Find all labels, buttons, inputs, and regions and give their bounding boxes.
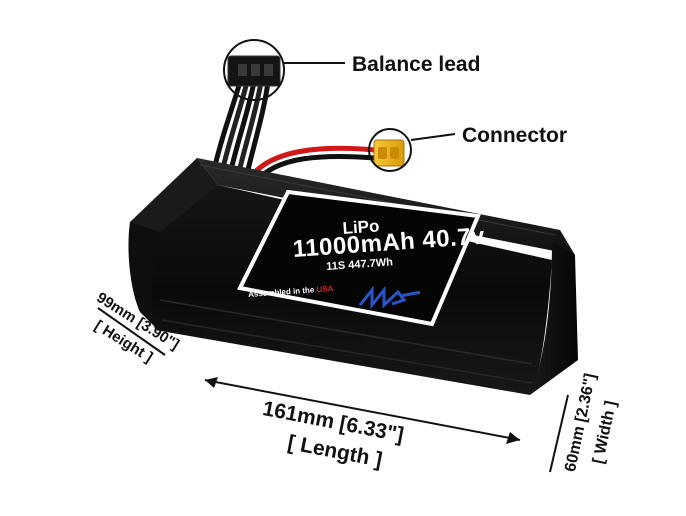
balance-lead-wires — [211, 81, 271, 179]
connector-label: Connector — [462, 124, 567, 147]
label-panel — [237, 189, 481, 327]
length-arrow — [204, 377, 521, 444]
balance-lead-connector — [227, 55, 281, 87]
connector-callout-line — [410, 133, 456, 141]
balance-lead-label: Balance lead — [352, 53, 481, 76]
height-arrow — [97, 307, 166, 356]
xt-connector — [373, 139, 405, 167]
label-assembled-country: USA — [316, 284, 334, 295]
balance-lead-callout-circle — [223, 39, 285, 101]
maxamps-logo — [358, 285, 421, 310]
connector-callout-circle — [368, 128, 412, 172]
width-arrow — [549, 394, 569, 473]
